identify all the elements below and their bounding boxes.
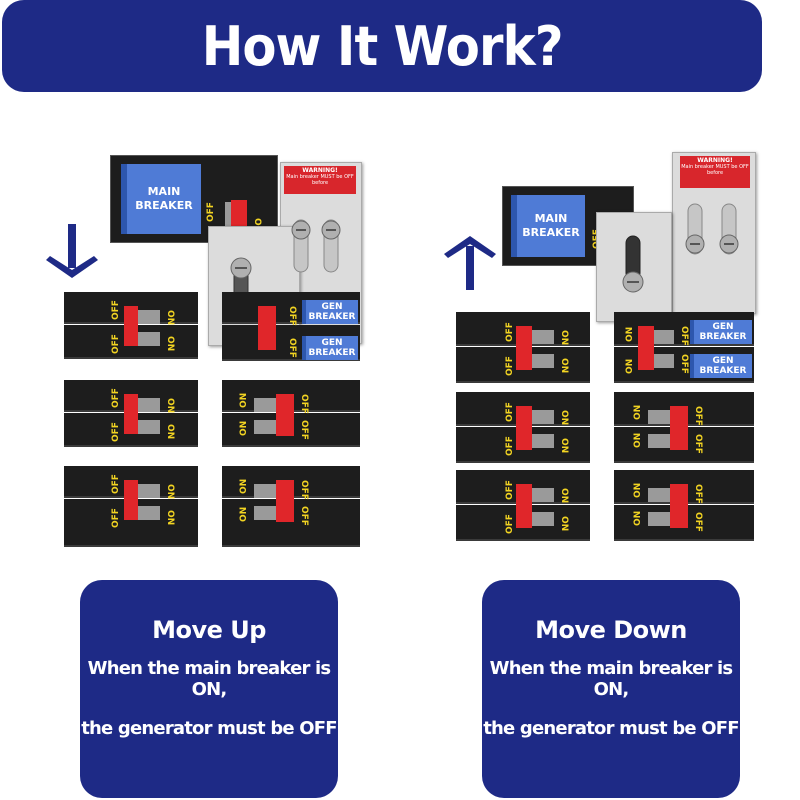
left-breaker-toggles: OFF ON OFF ON OFF ON OFF ON OFF ON OFF O… — [505, 322, 569, 534]
svg-text:OFF: OFF — [505, 322, 515, 342]
move-down-line-2: the generator must be OFF — [483, 718, 739, 739]
main-breaker-toggle: OFF ON — [206, 200, 262, 230]
svg-text:ON: ON — [165, 424, 175, 439]
svg-text:OFF: OFF — [111, 422, 121, 442]
svg-text:ON: ON — [165, 310, 175, 325]
main-off-text: OFF — [206, 202, 216, 222]
svg-text:OFF: OFF — [299, 480, 309, 500]
svg-text:OFF: OFF — [679, 354, 689, 374]
header-banner: How It Work? — [2, 0, 762, 92]
svg-text:ON: ON — [239, 421, 249, 436]
svg-text:ON: ON — [165, 336, 175, 351]
right-breaker-toggles: ON ON OFF OFF ON ON OFF OFF ON ON OFF OF… — [625, 326, 703, 532]
arrow-down-icon — [46, 224, 98, 278]
svg-text:OFF: OFF — [299, 394, 309, 414]
right-breaker-toggles: OFF OFF ON ON OFF OFF ON ON OFF OFF — [239, 306, 309, 526]
svg-text:OFF: OFF — [287, 306, 297, 326]
svg-text:OFF: OFF — [299, 506, 309, 526]
warning-sticker: WARNING! Main breaker MUST be OFF before — [284, 166, 356, 194]
move-up-line-1: When the main breaker is ON, — [87, 658, 331, 700]
svg-text:OFF: OFF — [111, 300, 121, 320]
svg-text:OFF: OFF — [505, 402, 515, 422]
svg-text:OFF: OFF — [299, 420, 309, 440]
svg-text:ON: ON — [559, 438, 569, 453]
svg-text:ON: ON — [633, 405, 643, 420]
svg-text:ON: ON — [625, 327, 635, 342]
svg-text:ON: ON — [239, 507, 249, 522]
svg-text:OFF: OFF — [679, 326, 689, 346]
move-up-line-2: the generator must be OFF — [81, 718, 337, 739]
move-down-info-box: Move Down When the main breaker is ON, t… — [482, 580, 740, 798]
warning-sticker: WARNING! Main breaker MUST be OFF before — [680, 156, 750, 188]
main-on-text: ON — [252, 218, 262, 230]
svg-text:OFF: OFF — [693, 406, 703, 426]
svg-text:ON: ON — [633, 483, 643, 498]
svg-text:OFF: OFF — [693, 512, 703, 532]
svg-text:OFF: OFF — [693, 434, 703, 454]
interlock-hardware — [622, 203, 739, 293]
page-title: How It Work? — [201, 14, 564, 78]
arrow-up-icon — [444, 236, 496, 290]
svg-text:OFF: OFF — [505, 436, 515, 456]
svg-text:ON: ON — [239, 393, 249, 408]
svg-text:ON: ON — [165, 510, 175, 525]
svg-text:OFF: OFF — [111, 334, 121, 354]
svg-text:OFF: OFF — [111, 474, 121, 494]
svg-text:OFF: OFF — [505, 356, 515, 376]
svg-text:ON: ON — [633, 511, 643, 526]
move-up-info-box: Move Up When the main breaker is ON, the… — [80, 580, 338, 798]
svg-text:ON: ON — [625, 359, 635, 374]
svg-text:OFF: OFF — [505, 514, 515, 534]
move-up-title: Move Up — [152, 616, 266, 644]
svg-text:OFF: OFF — [693, 484, 703, 504]
svg-text:OFF: OFF — [111, 508, 121, 528]
svg-text:ON: ON — [165, 484, 175, 499]
svg-text:ON: ON — [559, 488, 569, 503]
svg-text:ON: ON — [559, 330, 569, 345]
svg-text:OFF: OFF — [111, 388, 121, 408]
move-down-title: Move Down — [535, 616, 687, 644]
svg-text:OFF: OFF — [287, 338, 297, 358]
svg-text:ON: ON — [239, 479, 249, 494]
interlock-hardware — [230, 219, 341, 311]
svg-text:OFF: OFF — [505, 480, 515, 500]
svg-text:ON: ON — [559, 358, 569, 373]
svg-text:ON: ON — [559, 410, 569, 425]
svg-text:ON: ON — [165, 398, 175, 413]
left-breaker-toggles: OFF ON OFF ON OFF ON OFF ON OFF ON OFF O… — [111, 300, 175, 528]
svg-text:ON: ON — [633, 433, 643, 448]
move-down-line-1: When the main breaker is ON, — [489, 658, 733, 700]
svg-text:ON: ON — [559, 516, 569, 531]
